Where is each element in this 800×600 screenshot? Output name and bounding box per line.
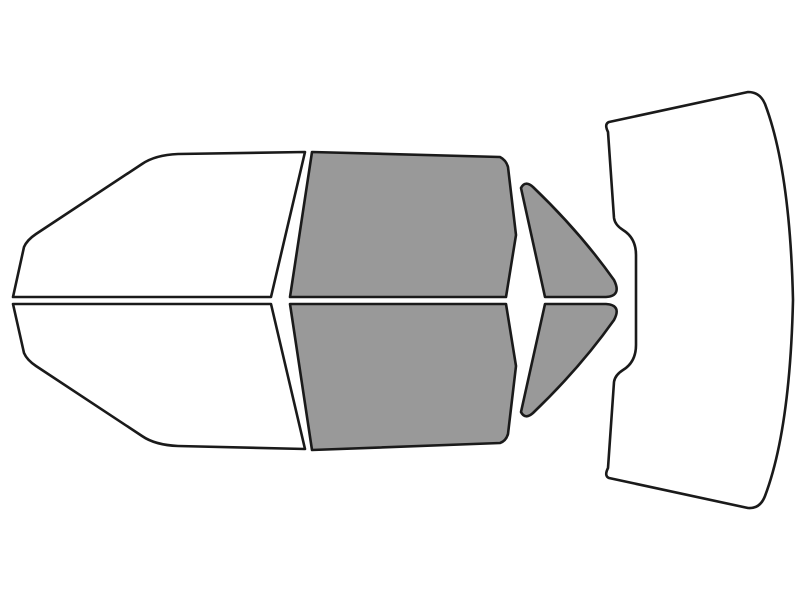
windshield-panel[interactable]	[11, 150, 307, 299]
rear-door-window-right-panel[interactable]	[288, 302, 518, 452]
rear-window-panel[interactable]	[604, 90, 795, 510]
rear-door-window-left-panel[interactable]	[288, 150, 518, 299]
quarter-window-right-panel[interactable]	[519, 302, 618, 418]
quarter-window-left-panel[interactable]	[519, 182, 618, 299]
front-door-window-left-panel[interactable]	[11, 302, 307, 451]
